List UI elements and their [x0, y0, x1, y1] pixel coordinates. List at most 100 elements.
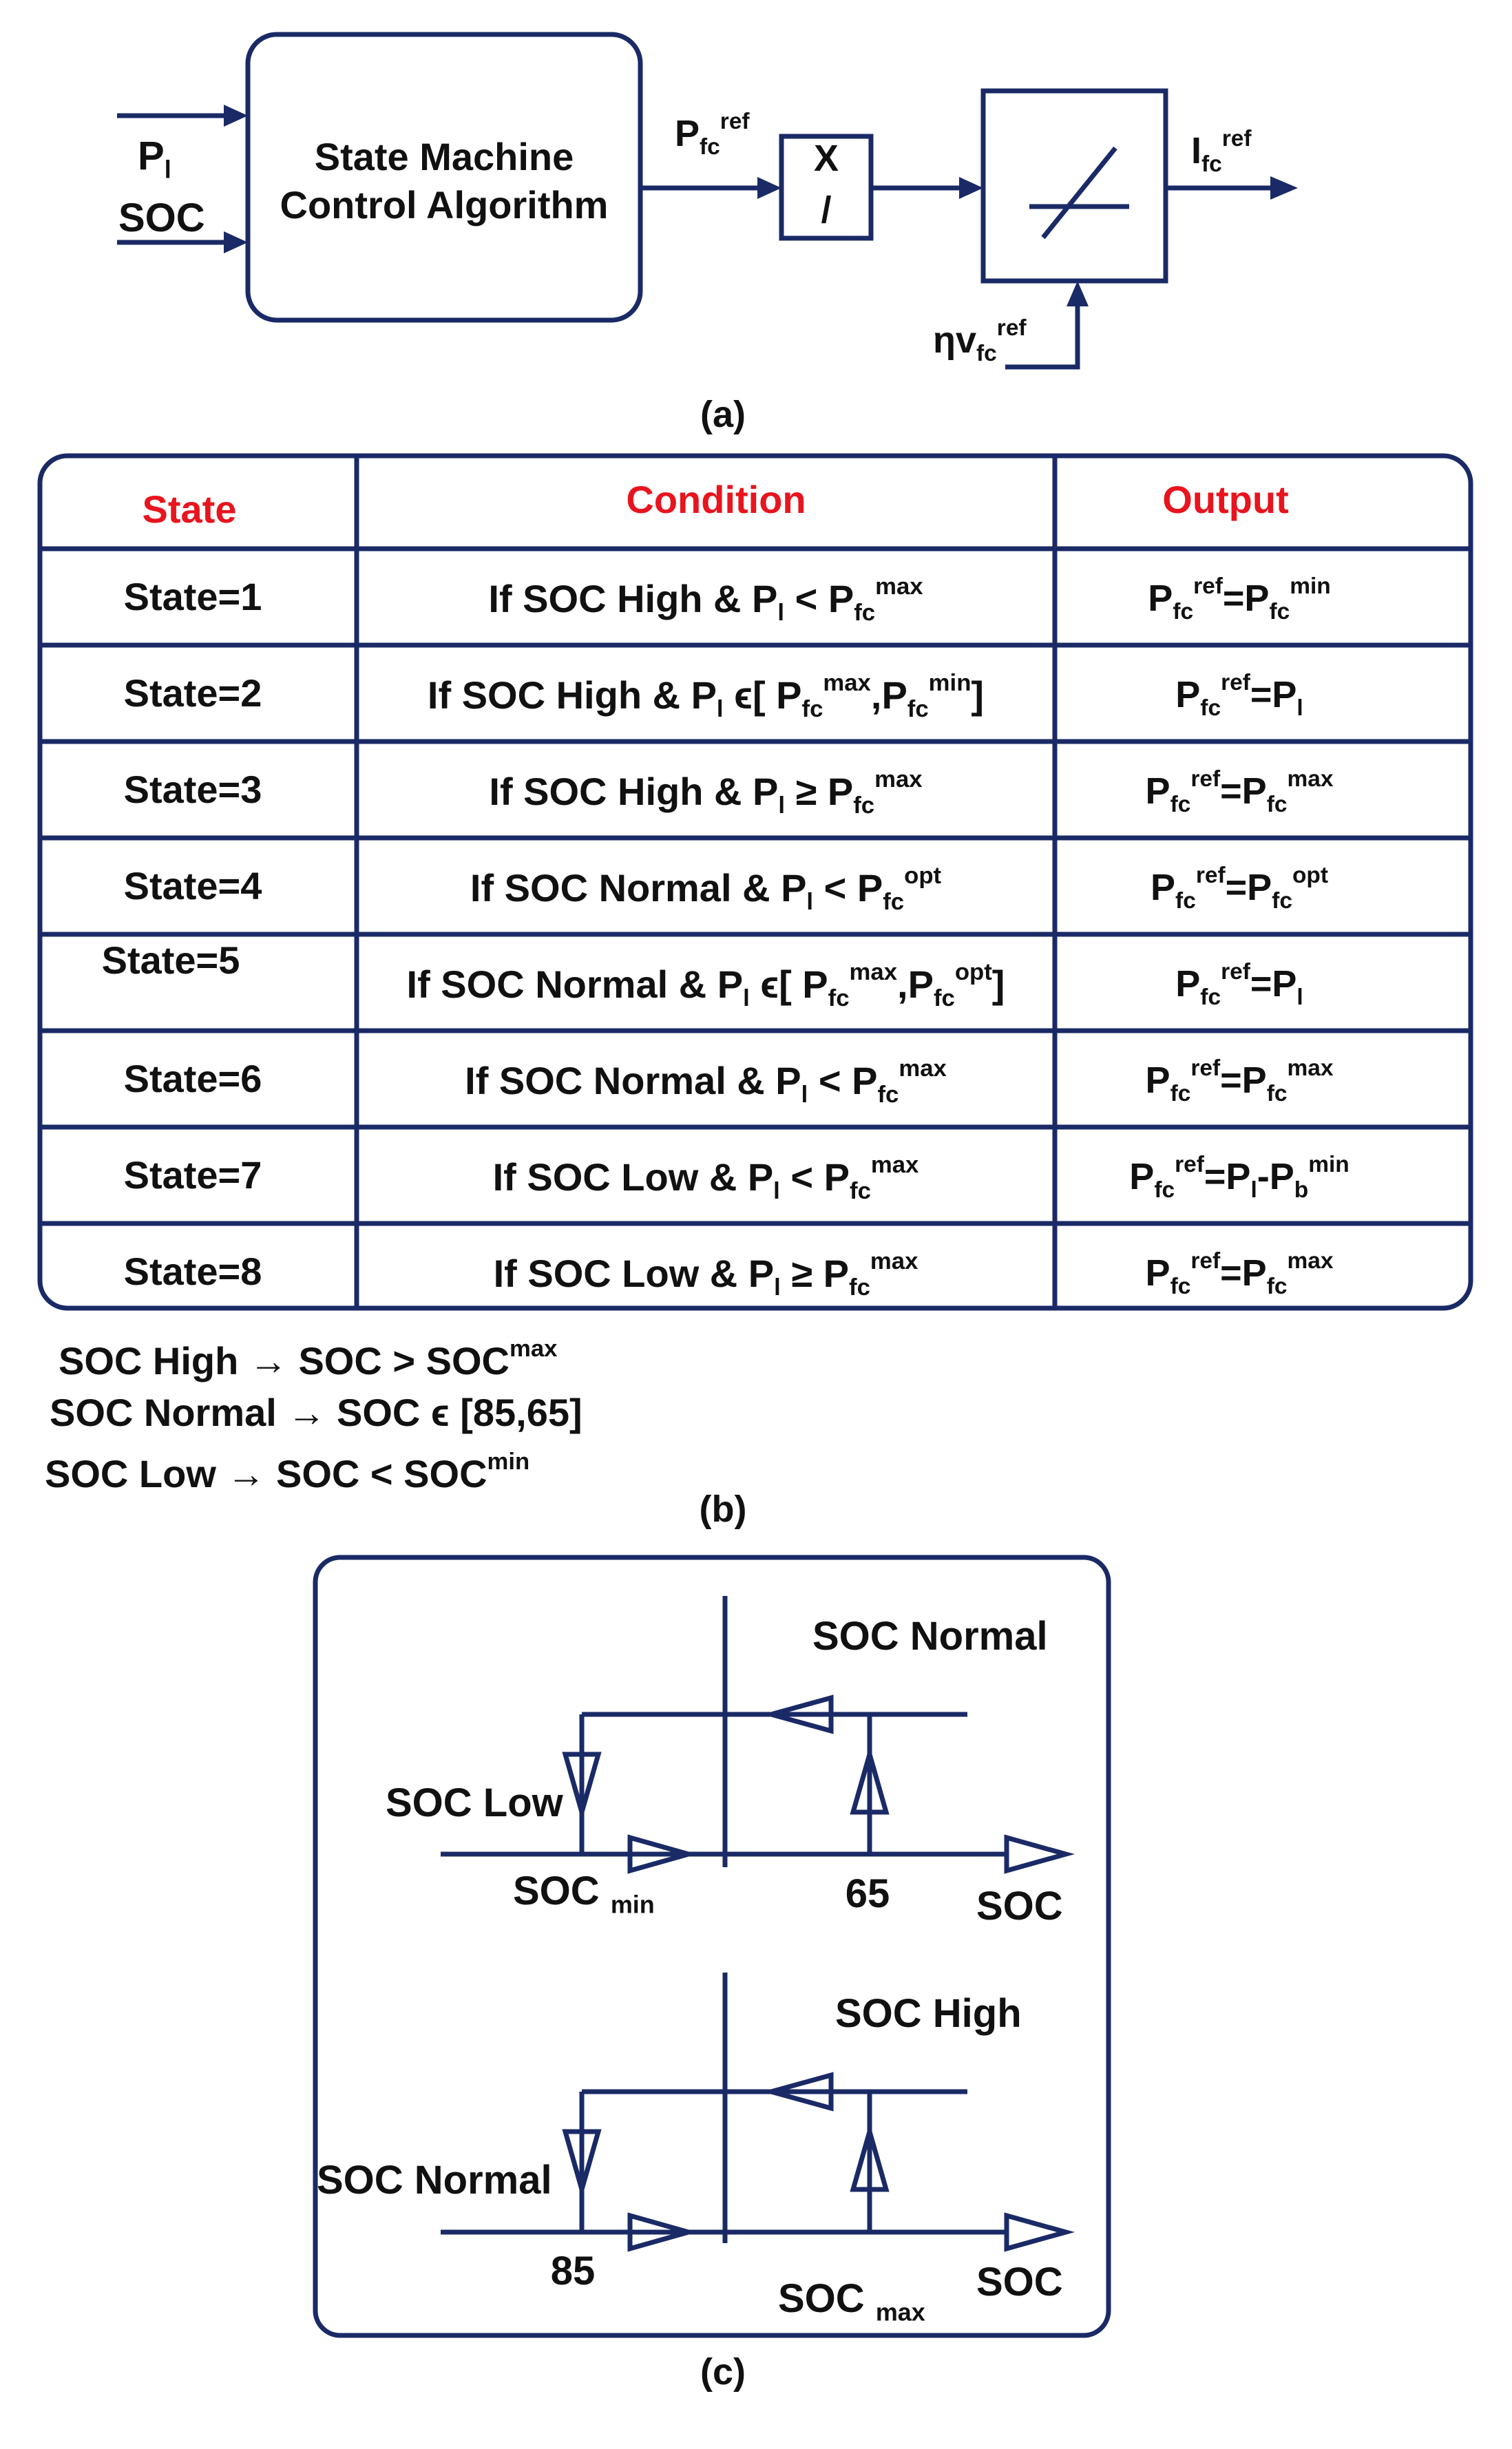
bottom-lower-label: SOC Normal — [317, 2158, 552, 2203]
text-segment: =P — [1204, 1156, 1251, 1198]
sub-text: l — [777, 600, 785, 627]
arrow-down-triangle — [562, 2129, 602, 2198]
sub-text: l — [1250, 1177, 1257, 1203]
sub-text: fc — [1266, 791, 1288, 817]
sup-text: ref — [1221, 670, 1250, 695]
sub-text: l — [1296, 695, 1303, 721]
block-title-line2: Control Algorithm — [280, 183, 609, 227]
sup-text: max — [1287, 1055, 1334, 1081]
block-diagram — [117, 32, 1274, 370]
bottom-upper-label: SOC High — [835, 1991, 1022, 2036]
sup-text: max — [870, 1152, 919, 1178]
condition-cell: If SOC Normal & Pl < Pfcmax — [465, 1057, 947, 1107]
sub-text: fc — [801, 696, 823, 723]
text-segment: If SOC Normal & P — [465, 1059, 801, 1103]
sub-text: fc — [1175, 887, 1196, 914]
sup-text: min — [1308, 1152, 1350, 1177]
sub-text: fc — [1154, 1177, 1175, 1203]
condition-cell: If SOC Low & Pl < Pfcmax — [493, 1153, 919, 1204]
bottom-threshold-high: SOC max — [778, 2276, 925, 2326]
arrow-right-triangle — [627, 2212, 697, 2252]
text-segment: P — [1175, 674, 1201, 716]
condition-cell: If SOC Normal & Pl ϵ[ Pfcmax,Pfcopt] — [407, 960, 1005, 1011]
sup-text: min — [487, 1449, 530, 1475]
condition-cell: If SOC Low & Pl ≥ Pfcmax — [494, 1250, 918, 1300]
text-segment: =P — [1220, 770, 1267, 812]
sub-text: fc — [883, 889, 905, 916]
sub-text: fc — [1269, 598, 1290, 624]
condition-cell: If SOC High & Pl ϵ[ Pfcmax,Pfcmin] — [428, 671, 984, 722]
sub-text: fc — [853, 792, 875, 819]
feedback-label: ηvfcref — [933, 315, 1027, 366]
ifc-ref-label: Ifcref — [1191, 126, 1252, 177]
soc-input-label: SOC — [118, 196, 205, 240]
text-segment: P — [1151, 867, 1176, 909]
block-title-line1: State Machine — [314, 135, 574, 178]
sub-text: fc — [854, 600, 876, 627]
sub-text: fc — [1200, 695, 1221, 721]
text-segment: P — [1148, 578, 1173, 620]
output-cell: Pfcref=Pfcmax — [1146, 1250, 1334, 1298]
output-cell: Pfcref=Pl — [1175, 960, 1303, 1009]
sup-text: max — [874, 766, 923, 792]
text-segment: If SOC Low & P — [492, 1155, 774, 1199]
text-segment: =P — [1250, 963, 1297, 1005]
text-segment: ] — [971, 673, 985, 717]
top-axis-label: SOC — [976, 1884, 1063, 1928]
condition-cell: If SOC High & Pl < Pfcmax — [488, 575, 923, 625]
bottom-threshold-low: 85 — [550, 2249, 596, 2293]
sup-text: ref — [1221, 959, 1250, 985]
text-segment: ≥ P — [780, 1252, 850, 1296]
text-segment: If SOC Normal & P — [470, 866, 807, 910]
sup-text: max — [1287, 1248, 1334, 1274]
sub-text: fc — [1266, 1080, 1288, 1106]
sup-text: opt — [954, 959, 992, 985]
bottom-axis-label: SOC — [976, 2260, 1063, 2304]
text-segment: If SOC High & P — [489, 770, 779, 814]
caption-b: (b) — [699, 1489, 747, 1530]
divider-multiply-label: X — [813, 138, 839, 179]
text-segment: P — [1145, 1060, 1170, 1102]
sub-text: l — [774, 1274, 781, 1301]
sub-text: fc — [850, 1178, 871, 1205]
divider-divide-label: / — [821, 189, 832, 231]
sup-text: ref — [1190, 1055, 1221, 1081]
text-segment: If SOC High & P — [427, 673, 717, 717]
sub-text: l — [801, 1082, 808, 1108]
state-cell: State=3 — [123, 768, 262, 811]
sub-text: b — [1294, 1177, 1309, 1203]
text-segment: ϵ[ P — [723, 673, 802, 717]
output-cell: Pfcref=Pfcopt — [1151, 864, 1328, 912]
arrow-up-triangle — [850, 1745, 890, 1815]
output-cell: Pfcref=Pl-Pbmin — [1129, 1153, 1349, 1201]
text-segment: P — [1145, 770, 1170, 812]
state-cell: State=1 — [123, 575, 262, 618]
sub-text: l — [773, 1178, 780, 1205]
sub-text: l — [743, 985, 750, 1012]
text-segment: P — [1129, 1156, 1155, 1198]
text-segment: SOC High → SOC > SOC — [59, 1339, 510, 1383]
text-segment: =P — [1220, 1060, 1267, 1102]
text-segment: -P — [1257, 1156, 1294, 1198]
text-segment: < P — [779, 1155, 850, 1199]
sup-text: ref — [1190, 766, 1221, 792]
output-cell: Pfcref=Pfcmax — [1146, 768, 1334, 816]
note-low: SOC Low → SOC < SOCmin — [45, 1450, 529, 1493]
arrowhead — [1270, 176, 1298, 200]
text-segment: =P — [1222, 578, 1270, 620]
arrow-left-triangle — [762, 2072, 834, 2112]
top-upper-label: SOC Normal — [812, 1614, 1048, 1659]
output-cell: Pfcref=Pl — [1175, 671, 1303, 719]
sub-text: fc — [1170, 1080, 1191, 1106]
state-cell: State=6 — [123, 1057, 262, 1100]
sup-text: max — [875, 574, 923, 600]
state-machine-block — [245, 32, 643, 323]
sup-text: ref — [1193, 574, 1223, 599]
sub-text: fc — [907, 696, 929, 723]
sub-text: fc — [877, 1082, 899, 1108]
sup-text: opt — [1292, 863, 1328, 888]
condition-cell: If SOC High & Pl ≥ Pfcmax — [489, 768, 922, 818]
sub-text: fc — [1266, 1273, 1288, 1299]
condition-cell: If SOC Normal & Pl < Pfcopt — [470, 864, 941, 914]
sup-text: min — [928, 670, 972, 696]
